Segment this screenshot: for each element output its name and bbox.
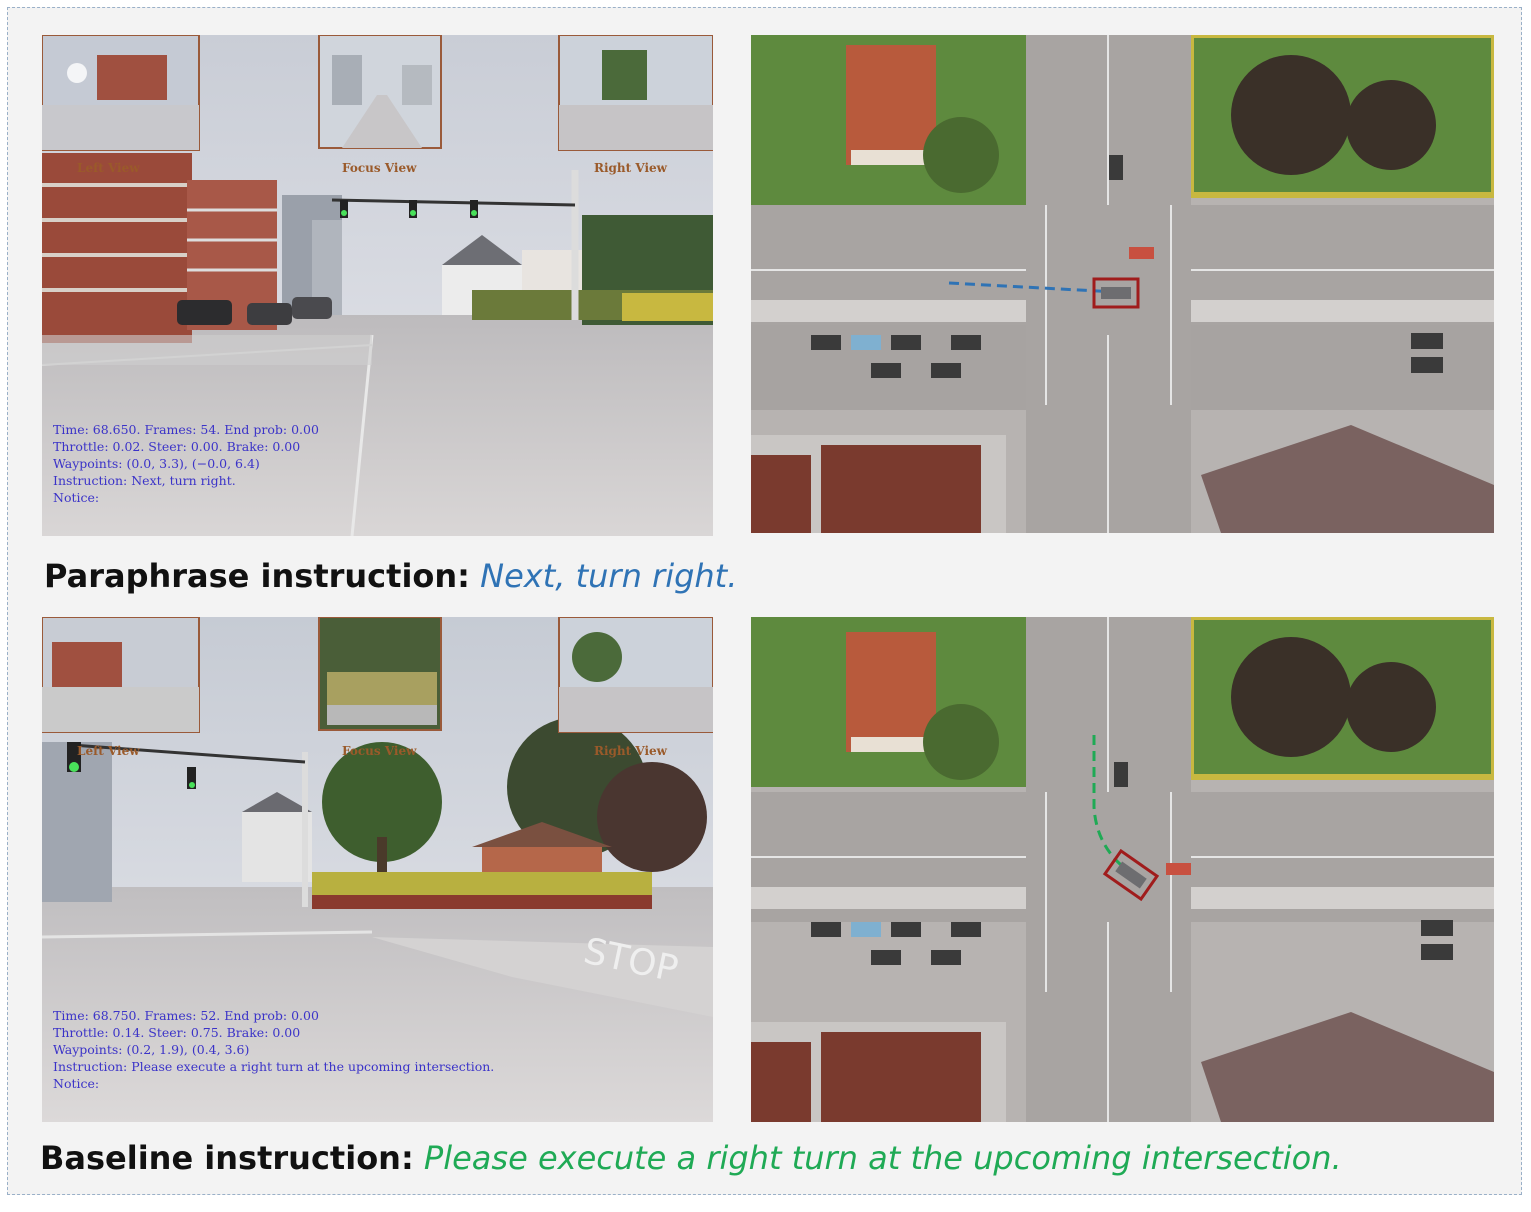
top-planned-path [948,281,1117,294]
top-caption: Paraphrase instruction: Next, turn right… [44,557,737,595]
hud-line: Time: 68.750. Frames: 52. End prob: 0.00 [53,1008,319,1023]
top-ego-vehicle-box [1092,277,1140,309]
bottom-ego-vehicle-box [1102,848,1160,902]
hud-line: Waypoints: (0.2, 1.9), (0.4, 3.6) [53,1042,250,1057]
top-focus-view-label: Focus View [342,161,417,175]
bottom-caption-instruction: Please execute a right turn at the upcom… [423,1139,1342,1177]
hud-line: Time: 68.650. Frames: 54. End prob: 0.00 [53,422,319,437]
hud-line: Instruction: Please execute a right turn… [53,1059,495,1074]
bottom-left-view-label: Left View [77,744,140,758]
bottom-caption-label: Baseline instruction: [40,1139,414,1177]
top-caption-instruction: Next, turn right. [480,557,738,595]
hud-line: Notice: [53,1076,100,1091]
hud-line: Throttle: 0.14. Steer: 0.75. Brake: 0.00 [53,1025,301,1040]
hud-line: Waypoints: (0.0, 3.3), (−0.0, 6.4) [53,456,260,471]
hud-line: Instruction: Next, turn right. [53,473,236,488]
bottom-camera-view: STOP Left View Focus View Right View Tim… [42,617,713,1122]
top-left-view-label: Left View [77,161,140,175]
bottom-bev-map [751,617,1494,1122]
hud-line: Throttle: 0.02. Steer: 0.00. Brake: 0.00 [53,439,301,454]
bottom-right-view-label: Right View [594,744,668,758]
bottom-focus-view-label: Focus View [342,744,417,758]
top-hud-overlay: Time: 68.650. Frames: 54. End prob: 0.00… [53,421,319,506]
top-caption-label: Paraphrase instruction: [44,557,470,595]
top-bev-map [751,35,1494,533]
bottom-hud-overlay: Time: 68.750. Frames: 52. End prob: 0.00… [53,1007,494,1092]
bottom-caption: Baseline instruction: Please execute a r… [40,1139,1342,1177]
top-right-view-label: Right View [594,161,668,175]
top-camera-view: Left View Focus View Right View Time: 68… [42,35,713,536]
hud-line: Notice: [53,490,100,505]
